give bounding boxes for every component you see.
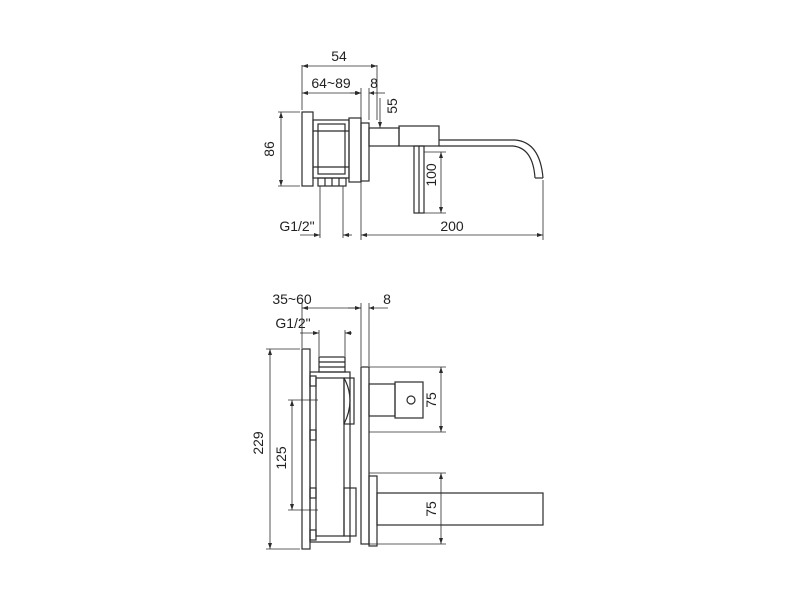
mounting-plate (301, 111, 314, 187)
dim-8-top: 8 (370, 75, 378, 91)
lower-cartridge (343, 487, 357, 537)
front-valve-body-inner (315, 377, 345, 537)
dim-125: 125 (273, 446, 289, 470)
dim-55: 55 (384, 98, 400, 114)
dim-86: 86 (261, 141, 277, 157)
top-view: 54 64~89 8 55 86 100 (261, 48, 544, 240)
dim-thread-top: G1/2" (279, 218, 314, 234)
dim-54: 54 (331, 48, 347, 64)
dim-200: 200 (440, 218, 464, 234)
cover-plate (360, 122, 370, 182)
front-inlet-nut (318, 356, 346, 373)
spout-base (368, 127, 400, 147)
sleeve (348, 117, 362, 183)
dim-64-89: 64~89 (311, 75, 351, 91)
dim-75-lower: 75 (423, 501, 439, 517)
handle-body (398, 125, 440, 147)
front-handle-base (368, 383, 396, 417)
dim-75-upper: 75 (423, 392, 439, 408)
dim-thread-front: G1/2" (275, 315, 310, 331)
front-mounting-plate (301, 348, 311, 550)
upper-cartridge (343, 377, 351, 425)
dim-229: 229 (250, 431, 266, 455)
front-handle (394, 381, 424, 419)
spout-arm-top (439, 139, 544, 179)
handle-screw-icon (406, 395, 416, 405)
front-view: 35~60 8 G1/2" 229 125 75 (250, 291, 544, 550)
dim-8-front: 8 (383, 291, 391, 307)
front-cover-plate (360, 366, 370, 545)
dim-100: 100 (423, 163, 439, 187)
front-spout (376, 492, 544, 526)
dim-35-60: 35~60 (272, 291, 312, 307)
valve-body-inner (317, 123, 346, 175)
spout-arm-bottom (439, 145, 536, 179)
